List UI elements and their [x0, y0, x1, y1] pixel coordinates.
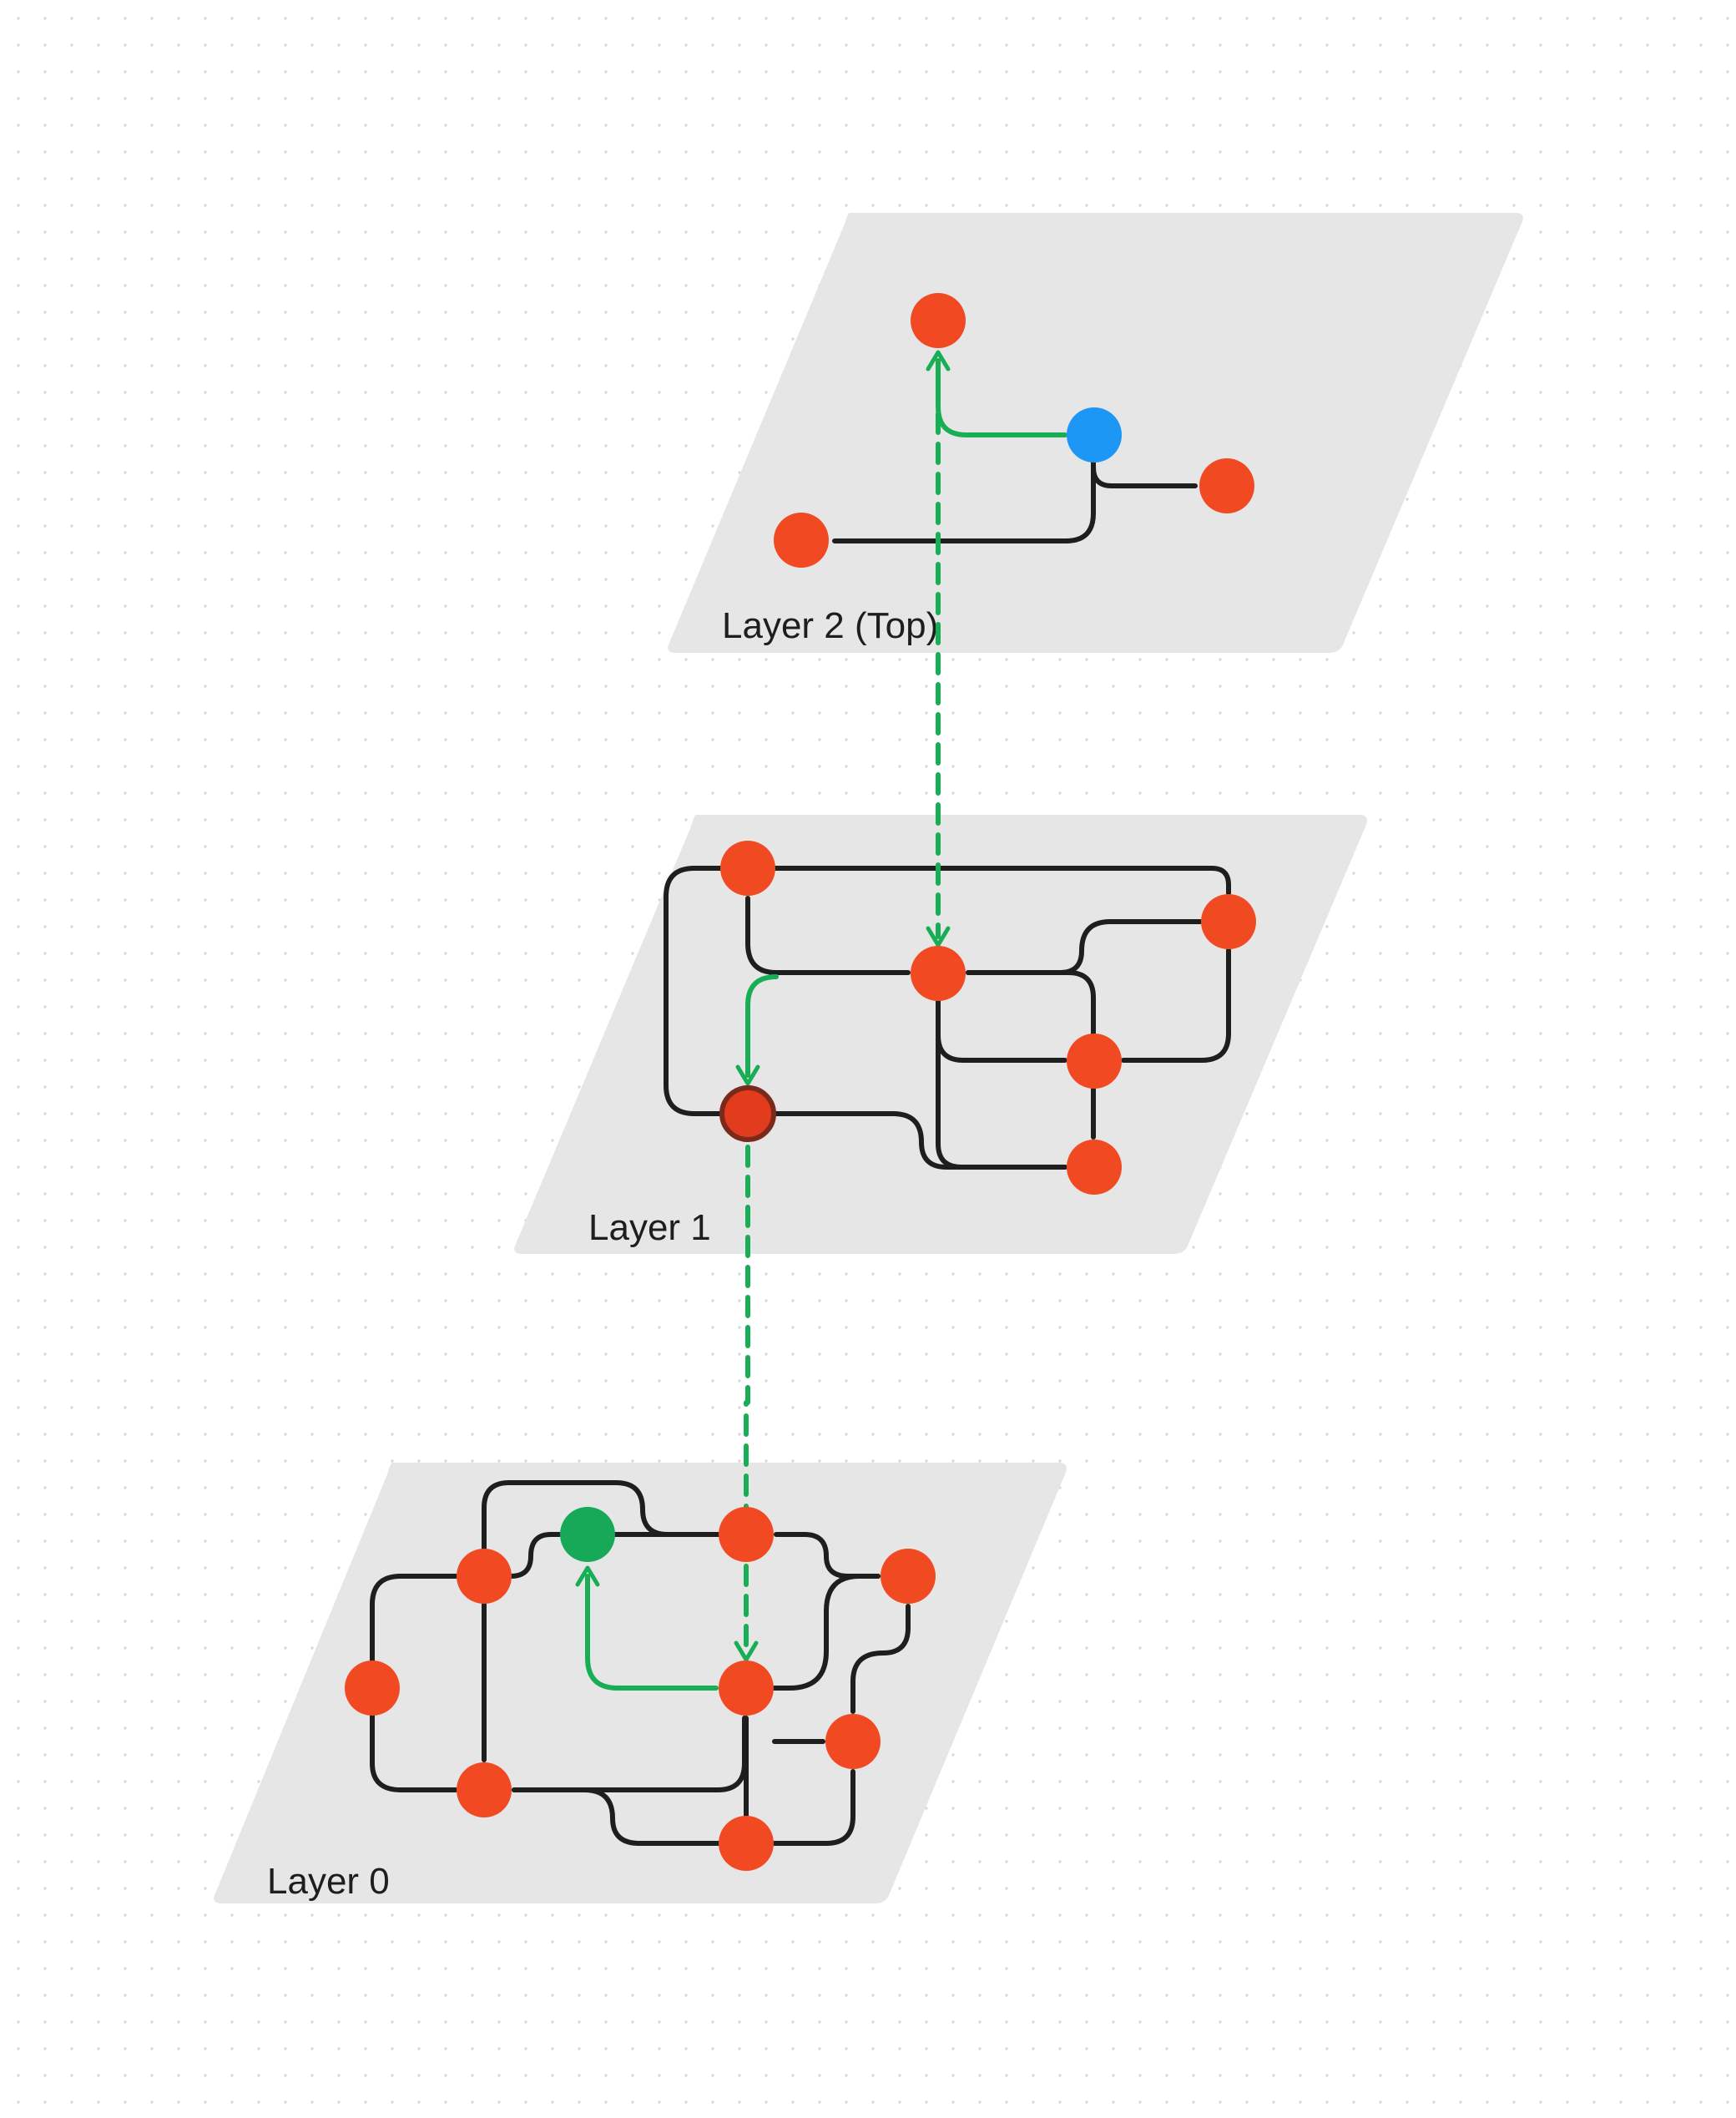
- layer-2-label: Layer 2 (Top): [722, 605, 938, 646]
- edge: [747, 866, 1231, 896]
- layer-0-label: Layer 0: [267, 1861, 390, 1902]
- layer-2-nodes: [774, 293, 1254, 568]
- layer-0-plane: Layer 0: [214, 1463, 1067, 1903]
- graph-node: [720, 841, 775, 896]
- graph-node: [719, 1816, 774, 1871]
- edge: [1091, 465, 1198, 488]
- graph-node: [911, 293, 966, 348]
- layer-1-label: Layer 1: [588, 1207, 711, 1248]
- target-node: [560, 1507, 615, 1562]
- edge: [370, 1696, 458, 1792]
- edge: [745, 896, 911, 975]
- graph-node: [719, 1507, 774, 1562]
- edge: [370, 1574, 458, 1664]
- edge: [774, 1532, 881, 1579]
- edge: [966, 970, 1096, 1038]
- graph-node: [911, 946, 966, 1001]
- graph-node: [774, 513, 829, 568]
- edge: [850, 1604, 911, 1714]
- layer-1-nodes: [719, 841, 1256, 1195]
- graph-node: [881, 1549, 936, 1604]
- graph-node: [1067, 1140, 1122, 1195]
- search-path-segment: [926, 350, 1067, 437]
- edge: [772, 1769, 855, 1846]
- layer-0-edges: [370, 1480, 911, 1846]
- graph-node: [825, 1714, 881, 1769]
- graph-node: [457, 1549, 512, 1604]
- entry-point-node: [1067, 407, 1122, 463]
- search-path-descent: [734, 1145, 759, 1662]
- edge: [482, 1480, 720, 1569]
- search-path-segment: [575, 1565, 719, 1691]
- layer-1-edges: [664, 866, 1231, 1170]
- layer-2-edges: [832, 433, 1198, 543]
- edge: [832, 433, 1096, 543]
- graph-node: [1067, 1034, 1122, 1089]
- graph-node: [1201, 894, 1256, 949]
- highlighted-node: [719, 1085, 776, 1142]
- graph-node: [457, 1762, 512, 1817]
- edge: [1121, 948, 1231, 1063]
- edge: [772, 1574, 881, 1691]
- graph-node: [345, 1661, 400, 1716]
- layer-0-nodes: [345, 1507, 936, 1871]
- graph-node: [1199, 458, 1254, 513]
- edge: [772, 1111, 1067, 1170]
- edge: [508, 1532, 562, 1579]
- search-path-segment: [735, 974, 779, 1086]
- edge: [664, 866, 725, 1116]
- graph-node: [719, 1661, 774, 1716]
